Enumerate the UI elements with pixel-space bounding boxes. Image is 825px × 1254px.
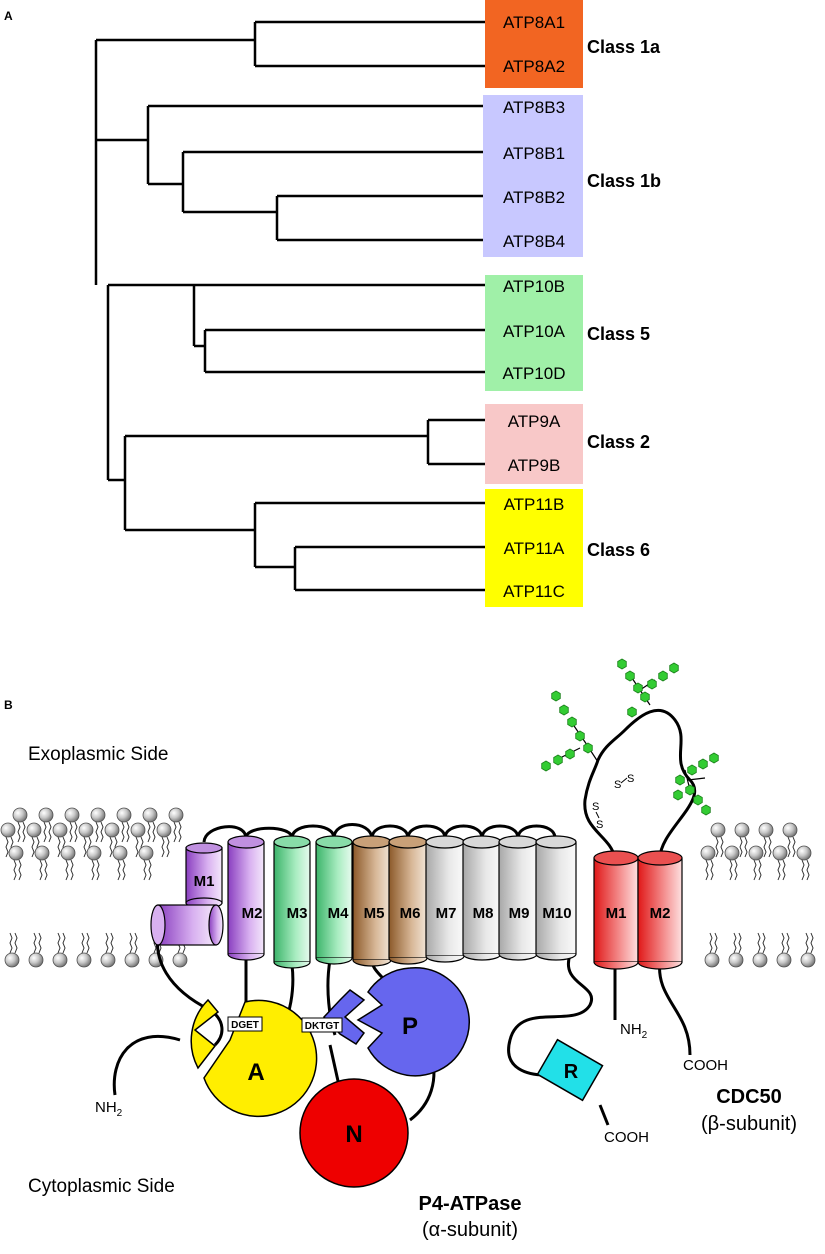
helix-label: M2	[242, 905, 263, 922]
alpha-helices: M1 M2 M3 M4 M5 M6 M7 M8 M9 M10	[150, 835, 577, 969]
helix-label: M10	[542, 905, 571, 922]
helix-label: M2	[650, 905, 671, 922]
exoplasmic-side-label: Exoplasmic Side	[28, 744, 168, 765]
loops	[112, 924, 692, 1126]
helix-label: M9	[509, 905, 530, 922]
helix-m10	[535, 835, 577, 961]
lipid-bilayer-right	[700, 822, 816, 968]
beta-cooh-label: COOH	[683, 1057, 728, 1074]
helix-m8	[462, 835, 502, 961]
dktgt-motif: DKTGT	[305, 1021, 339, 1032]
panel-a-label: A	[4, 9, 13, 23]
panel-b-label: B	[4, 698, 13, 712]
n-domain-label: N	[345, 1121, 362, 1148]
helix-m4	[315, 835, 353, 965]
gene-label: ATP8B2	[503, 188, 565, 207]
helix-m3	[273, 835, 311, 969]
beta-subunit-title: CDC50	[716, 1086, 782, 1108]
gene-label: ATP11C	[503, 582, 565, 601]
exo-loops	[202, 823, 557, 843]
helix-label: M1	[194, 873, 215, 890]
class-label: Class 1a	[587, 37, 661, 57]
beta-subunit-subtitle: (β-subunit)	[701, 1113, 797, 1135]
gene-label: ATP10D	[503, 364, 566, 383]
helix-m6	[388, 835, 428, 965]
disulfide-s: S	[627, 773, 634, 785]
a-domain-label: A	[247, 1059, 264, 1086]
gene-label: ATP8B1	[503, 144, 565, 163]
helix-m7	[425, 835, 465, 963]
cdc50-helix-m2	[637, 850, 683, 970]
disulfide-bonds: S S S S	[592, 773, 634, 831]
glycan-top	[617, 658, 679, 718]
gene-labels: ATP8A1 ATP8A2 ATP8B3 ATP8B1 ATP8B2 ATP8B…	[483, 0, 583, 607]
gene-label: ATP10A	[503, 322, 566, 341]
helix-m5	[352, 835, 392, 967]
class-label: Class 2	[587, 432, 650, 452]
p-domain-label: P	[402, 1013, 418, 1040]
class-labels: Class 1a Class 1b Class 5 Class 2 Class …	[587, 37, 661, 560]
class-5-box	[485, 275, 583, 391]
cdc50-loop	[583, 708, 697, 859]
helix-label: M7	[436, 905, 457, 922]
helix-label: M4	[328, 905, 349, 922]
termini: NH2 COOH NH2 COOH	[95, 1021, 728, 1146]
alpha-cooh-label: COOH	[604, 1129, 649, 1146]
dget-motif: DGET	[231, 1020, 259, 1031]
alpha-subunit-subtitle: (α-subunit)	[422, 1219, 518, 1241]
cytoplasmic-side-label: Cytoplasmic Side	[28, 1176, 175, 1197]
class-label: Class 1b	[587, 171, 661, 191]
alpha-subunit-title: P4-ATPase	[418, 1193, 521, 1215]
gene-label: ATP11A	[504, 539, 565, 558]
beta-nh2-label: NH2	[620, 1021, 648, 1041]
helix-label: M8	[473, 905, 494, 922]
amphipathic-helix	[150, 904, 224, 946]
gene-label: ATP8B4	[503, 232, 565, 251]
dendrogram	[94, 20, 485, 592]
glycan-left	[541, 690, 599, 772]
class-2-box	[485, 404, 583, 484]
gene-label: ATP9A	[508, 412, 561, 431]
helix-label: M1	[606, 905, 627, 922]
helix-label: M6	[400, 905, 421, 922]
n-domain: N	[299, 1078, 409, 1188]
gene-label: ATP9B	[508, 456, 561, 475]
disulfide-s: S	[614, 779, 621, 791]
disulfide-s: S	[596, 819, 603, 831]
p-domain: P DKTGT	[301, 967, 470, 1077]
cdc50-helix-m1	[593, 850, 639, 970]
class-1b-box	[483, 95, 583, 257]
helix-label: M5	[364, 905, 385, 922]
helix-m9	[498, 835, 538, 961]
class-1a-box	[485, 0, 583, 88]
class-label: Class 6	[587, 540, 650, 560]
class-label: Class 5	[587, 324, 650, 344]
r-domain-label: R	[564, 1061, 579, 1083]
alpha-nh2-label: NH2	[95, 1099, 123, 1119]
disulfide-s: S	[592, 801, 599, 813]
helix-label: M3	[287, 905, 308, 922]
gene-label: ATP11B	[504, 495, 565, 514]
class-6-box	[485, 489, 583, 607]
r-domain: R	[536, 1038, 604, 1102]
gene-label: ATP8A2	[503, 57, 565, 76]
gene-label: ATP8A1	[503, 13, 565, 32]
gene-label: ATP8B3	[503, 98, 565, 117]
a-domain: A DGET	[190, 998, 318, 1118]
gene-label: ATP10B	[503, 277, 565, 296]
beta-helices: M1 M2	[593, 850, 683, 970]
helix-m2	[227, 835, 265, 961]
glycan-right	[673, 752, 719, 816]
